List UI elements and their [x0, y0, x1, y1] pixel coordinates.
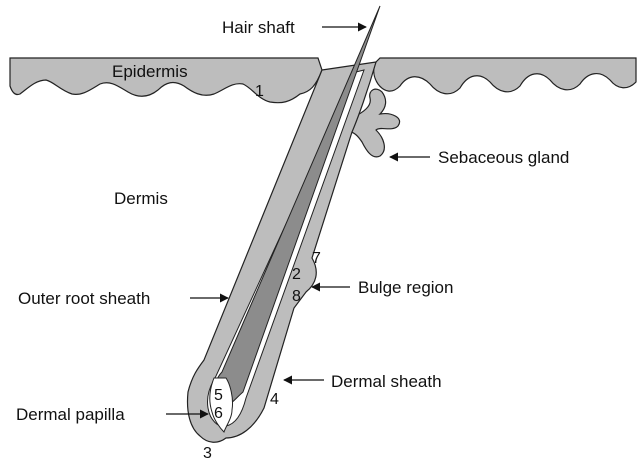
number-3: 3 — [203, 445, 212, 462]
number-6: 6 — [214, 405, 223, 422]
number-7: 7 — [312, 250, 321, 267]
label-outer-root-sheath: Outer root sheath — [18, 289, 150, 308]
number-8: 8 — [292, 288, 301, 305]
label-dermal-papilla: Dermal papilla — [16, 405, 125, 424]
label-sebaceous-gland: Sebaceous gland — [438, 148, 569, 167]
number-5: 5 — [214, 387, 223, 404]
epidermis-right-layer — [374, 58, 636, 94]
label-epidermis: Epidermis — [112, 62, 188, 81]
number-1: 1 — [255, 83, 264, 100]
label-dermal-sheath: Dermal sheath — [331, 372, 442, 391]
label-hair-shaft: Hair shaft — [222, 18, 295, 37]
number-2: 2 — [292, 266, 301, 283]
number-4: 4 — [270, 391, 279, 408]
label-dermis: Dermis — [114, 189, 168, 208]
label-bulge-region: Bulge region — [358, 278, 453, 297]
